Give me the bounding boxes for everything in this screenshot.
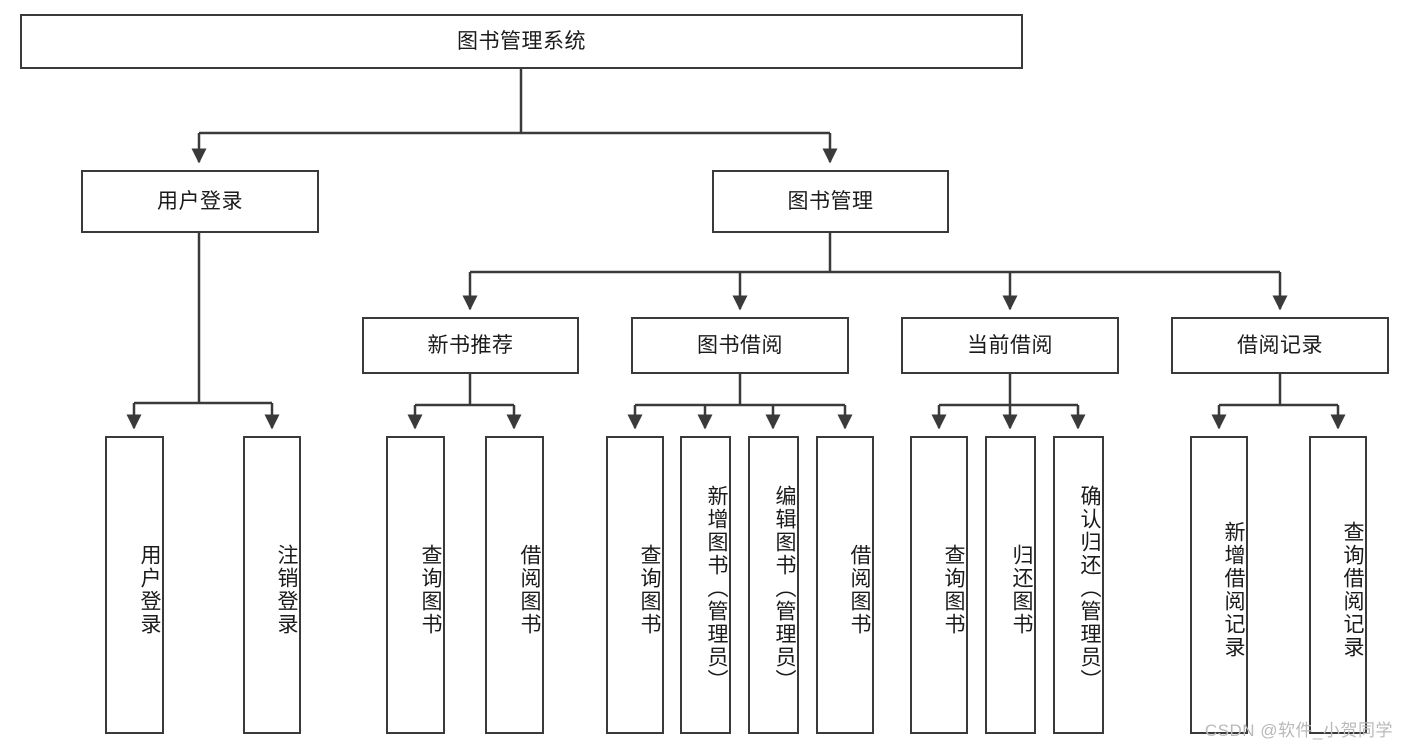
node-new-book-recommend[interactable]: 新书推荐: [362, 317, 579, 374]
leaf-edit-book-admin[interactable]: 编辑图书（管理员）: [748, 436, 799, 734]
leaf-query-borrow-record[interactable]: 查询借阅记录: [1309, 436, 1367, 734]
leaf-label: 查询借阅记录: [1341, 521, 1364, 659]
node-new-book-recommend-label: 新书推荐: [427, 333, 514, 357]
leaf-label: 新增图书（管理员）: [705, 484, 728, 692]
leaf-label: 查询图书: [942, 544, 965, 636]
node-book-management-label: 图书管理: [787, 189, 874, 213]
node-borrow-records[interactable]: 借阅记录: [1171, 317, 1389, 374]
leaf-label: 查询图书: [638, 544, 661, 636]
leaf-logout[interactable]: 注销登录: [243, 436, 301, 734]
leaf-label: 借阅图书: [848, 544, 871, 636]
leaf-borrow-books-new[interactable]: 借阅图书: [485, 436, 544, 734]
leaf-return-books[interactable]: 归还图书: [985, 436, 1036, 734]
node-root[interactable]: 图书管理系统: [20, 14, 1023, 69]
leaf-label: 归还图书: [1010, 544, 1033, 636]
node-root-label: 图书管理系统: [457, 29, 586, 53]
leaf-confirm-return-admin[interactable]: 确认归还（管理员）: [1053, 436, 1104, 734]
leaf-add-borrow-record[interactable]: 新增借阅记录: [1190, 436, 1248, 734]
leaf-user-login[interactable]: 用户登录: [105, 436, 164, 734]
node-current-borrow-label: 当前借阅: [967, 333, 1053, 357]
node-book-borrow[interactable]: 图书借阅: [631, 317, 849, 374]
csdn-watermark: CSDN @软件_小贺同学: [1204, 721, 1393, 740]
node-current-borrow[interactable]: 当前借阅: [901, 317, 1119, 374]
leaf-borrow-books[interactable]: 借阅图书: [816, 436, 874, 734]
node-book-management[interactable]: 图书管理: [712, 170, 949, 233]
leaf-add-book-admin[interactable]: 新增图书（管理员）: [680, 436, 731, 734]
leaf-label: 用户登录: [138, 544, 161, 636]
leaf-label: 确认归还（管理员）: [1078, 484, 1101, 692]
node-borrow-records-label: 借阅记录: [1237, 333, 1323, 357]
leaf-label: 借阅图书: [518, 544, 541, 636]
leaf-query-books-current[interactable]: 查询图书: [910, 436, 968, 734]
leaf-label: 编辑图书（管理员）: [773, 484, 796, 692]
leaf-label: 注销登录: [275, 544, 298, 636]
leaf-label: 查询图书: [419, 544, 442, 636]
node-book-borrow-label: 图书借阅: [697, 333, 783, 357]
node-user-login[interactable]: 用户登录: [81, 170, 319, 233]
leaf-query-books-new[interactable]: 查询图书: [386, 436, 445, 734]
leaf-label: 新增借阅记录: [1222, 521, 1245, 659]
node-user-login-label: 用户登录: [157, 189, 243, 213]
leaf-query-books-borrow[interactable]: 查询图书: [606, 436, 664, 734]
